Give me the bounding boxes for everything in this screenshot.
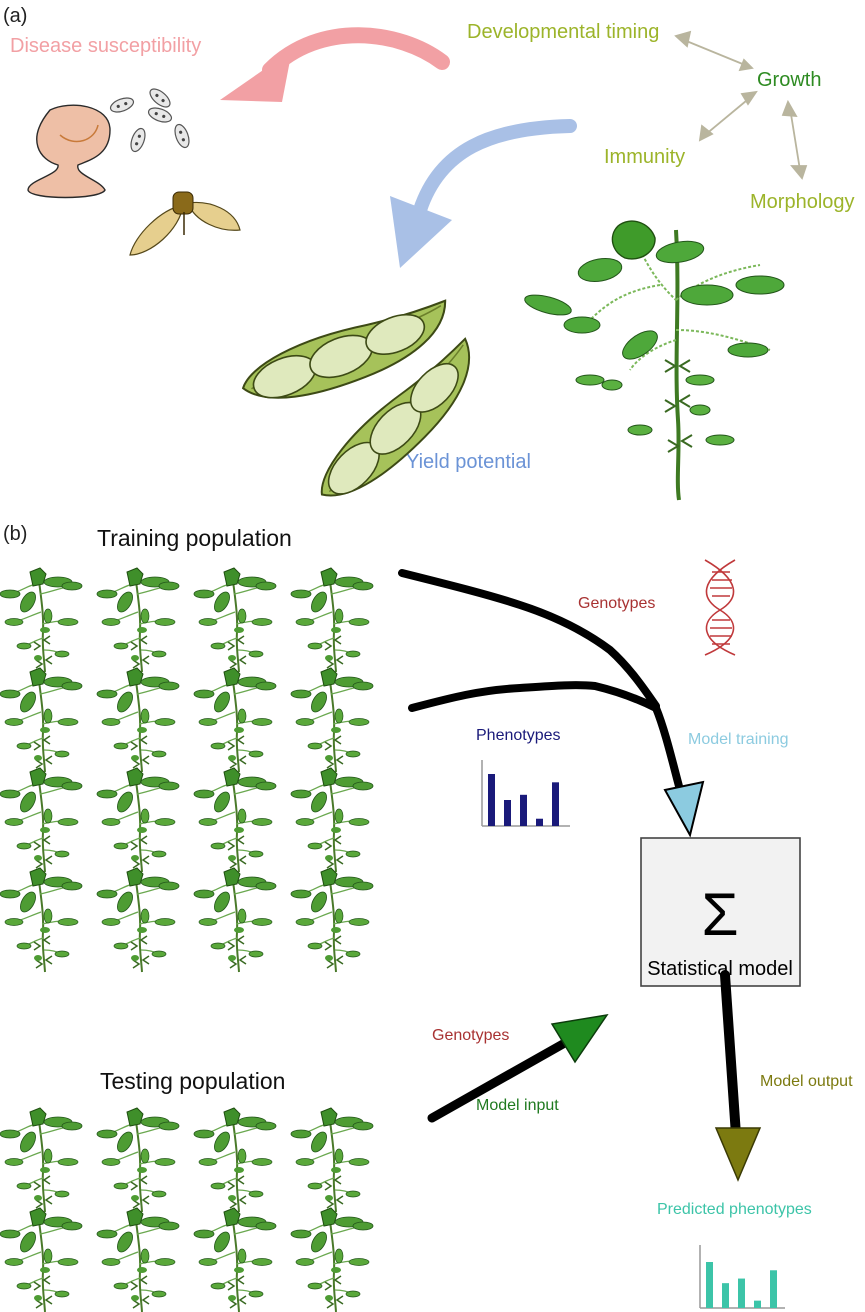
- pathogen-spores-icon: [108, 85, 193, 154]
- bar: [754, 1300, 761, 1308]
- developmental-timing-label: Developmental timing: [467, 21, 659, 43]
- mini-plant-icon: [96, 767, 180, 873]
- morphology-label: Morphology: [750, 191, 855, 213]
- testing-plant-grid: [0, 1107, 374, 1312]
- mini-plant-icon: [290, 567, 374, 673]
- bar: [536, 818, 543, 826]
- mini-plant-icon: [193, 567, 277, 673]
- mini-plant-icon: [96, 567, 180, 673]
- mini-plant-icon: [96, 667, 180, 773]
- mini-plant-icon: [96, 867, 180, 973]
- mini-plant-icon: [0, 567, 83, 673]
- trait-connectors: [674, 30, 808, 180]
- panel-b-label: (b): [3, 523, 27, 545]
- mini-plant-icon: [290, 1107, 374, 1213]
- model-output-label: Model output: [760, 1073, 853, 1090]
- testing-population-label: Testing population: [100, 1068, 285, 1094]
- bar: [488, 774, 495, 826]
- model-output-arrow: [714, 970, 762, 1182]
- mini-plant-icon: [193, 667, 277, 773]
- mini-plant-icon: [0, 1207, 83, 1312]
- predicted-phenotypes-label: Predicted phenotypes: [657, 1201, 812, 1218]
- training-plant-grid: [0, 567, 374, 973]
- bar: [722, 1283, 729, 1308]
- soybean-plant-icon: [524, 220, 785, 501]
- bar: [738, 1278, 745, 1308]
- panel-a-label: (a): [3, 5, 27, 27]
- mini-plant-icon: [290, 767, 374, 873]
- genotypes-bottom-label: Genotypes: [432, 1027, 509, 1044]
- mini-plant-icon: [290, 667, 374, 773]
- bar: [552, 782, 559, 826]
- mini-plant-icon: [193, 1207, 277, 1312]
- immunity-label: Immunity: [604, 146, 685, 168]
- mini-plant-icon: [0, 1107, 83, 1213]
- mini-plant-icon: [0, 867, 83, 973]
- predicted-phenotypes-chart: [699, 1245, 785, 1309]
- mini-plant-icon: [290, 867, 374, 973]
- yield-arrow: [390, 119, 577, 268]
- mini-plant-icon: [0, 767, 83, 873]
- dna-helix-icon: [704, 559, 736, 656]
- haustorium-icon: [27, 104, 111, 199]
- diseased-leaf-icon: [129, 191, 241, 256]
- model-training-label: Model training: [688, 731, 789, 748]
- model-input-arrow: [427, 1013, 609, 1123]
- genotypes-top-label: Genotypes: [578, 595, 655, 612]
- sigma-symbol: Σ: [701, 881, 738, 948]
- mini-plant-icon: [96, 1207, 180, 1312]
- growth-label: Growth: [757, 69, 821, 91]
- soybean-pod-icon: [233, 299, 505, 512]
- mini-plant-icon: [193, 867, 277, 973]
- training-population-label: Training population: [97, 525, 292, 551]
- phenotypes-label: Phenotypes: [476, 727, 561, 744]
- bar: [770, 1270, 777, 1308]
- disease-arrow: [220, 27, 450, 102]
- disease-susceptibility-label: Disease susceptibility: [10, 35, 201, 57]
- mini-plant-icon: [193, 767, 277, 873]
- training-arrows: [398, 569, 705, 838]
- bar: [504, 800, 511, 826]
- bar: [520, 794, 527, 826]
- model-input-label: Model input: [476, 1097, 559, 1114]
- phenotypes-chart: [481, 760, 570, 827]
- mini-plant-icon: [0, 667, 83, 773]
- mini-plant-icon: [193, 1107, 277, 1213]
- bar: [706, 1262, 713, 1308]
- statistical-model-label: Statistical model: [647, 958, 793, 980]
- yield-potential-label: Yield potential: [406, 451, 531, 473]
- mini-plant-icon: [290, 1207, 374, 1312]
- mini-plant-icon: [96, 1107, 180, 1213]
- statistical-model-box: Σ Statistical model: [640, 837, 801, 987]
